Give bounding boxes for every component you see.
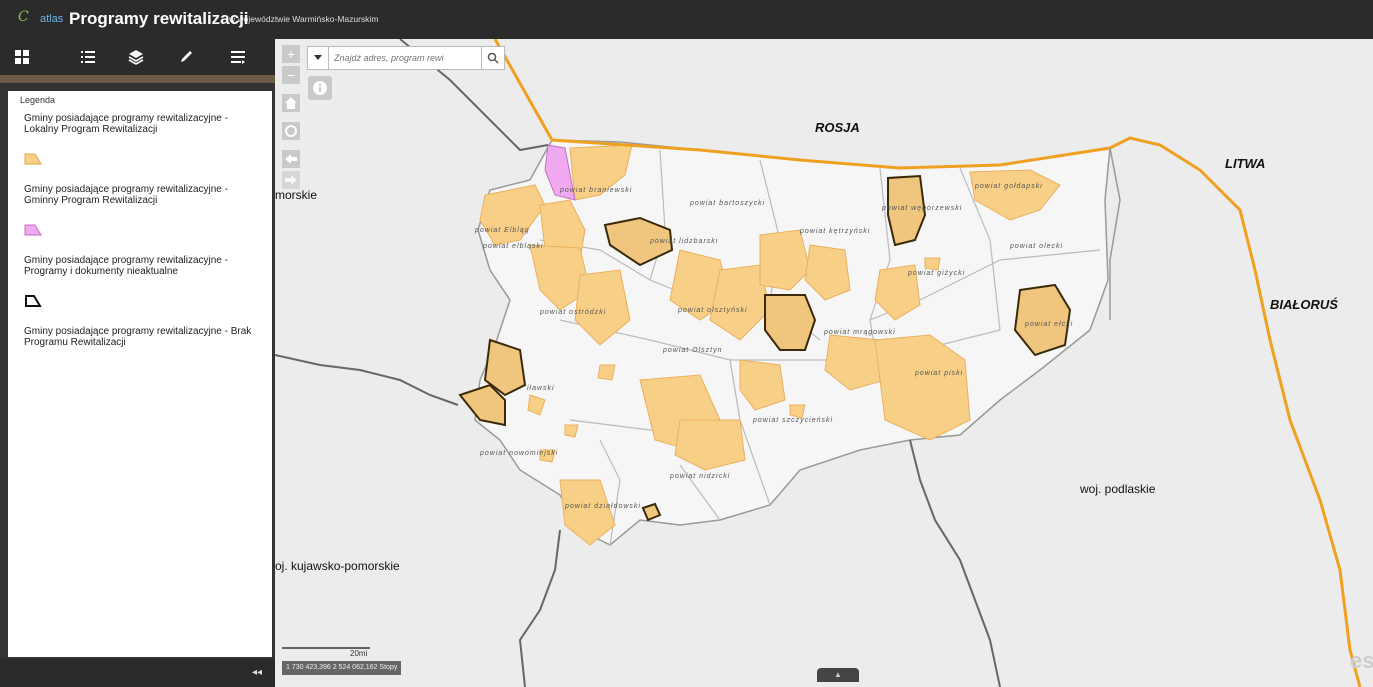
atlas-logo-text: atlas [40, 13, 64, 25]
label-powiat-elblaski: powiat elbląski [482, 243, 544, 250]
zoom-out-button[interactable]: − [282, 66, 300, 84]
label-powiat-szczycienski: powiat szczycieński [752, 417, 833, 424]
label-powiat-piski: powiat piski [914, 370, 963, 377]
info-button[interactable] [308, 76, 332, 100]
app-title: Programy rewitalizacji [69, 9, 249, 28]
place-litwa: LITWA [1225, 156, 1266, 171]
legend-symbol-gpr [24, 224, 42, 236]
label-powiat-gizycki: powiat giżycki [907, 270, 965, 277]
back-extent-button[interactable] [282, 150, 300, 168]
caret-down-icon [314, 55, 322, 60]
search-bar [307, 46, 505, 70]
label-powiat-ketrzynski: powiat kętrzyński [799, 228, 870, 235]
home-icon [285, 97, 297, 109]
locate-button[interactable] [282, 122, 300, 140]
legend-symbol-outdated [25, 295, 42, 307]
atlas-logo-mark: C [18, 9, 29, 25]
legend-label-gpr: Gminy posiadające programy rewitalizacyj… [24, 184, 228, 206]
legend-label-lpr: Gminy posiadające programy rewitalizacyj… [24, 113, 228, 135]
sidebar-toolbar [0, 39, 275, 75]
arrow-left-icon [285, 154, 297, 164]
legend-symbol-lpr [24, 153, 42, 165]
lpr-gminas [479, 144, 1061, 546]
label-powiat-nidzicki: powiat nidzicki [669, 473, 730, 480]
place-pomorskie: morskie [275, 188, 318, 202]
forward-extent-button[interactable] [282, 171, 300, 189]
label-powiat-elcki: powiat ełcki [1024, 321, 1073, 328]
place-rosja: ROSJA [815, 120, 860, 135]
pencil-icon[interactable] [172, 45, 200, 69]
national-border [493, 39, 1362, 687]
bottom-pull-tab[interactable]: ▲ [817, 668, 859, 682]
chevron-up-icon: ▲ [834, 670, 842, 679]
legend-label-outdated: Gminy posiadające programy rewitalizacyj… [24, 255, 228, 277]
label-powiat-ostrodzki: powiat ostródzki [539, 309, 606, 316]
zoom-in-button[interactable]: + [282, 45, 300, 63]
map-view[interactable]: powiat braniewski powiat bartoszycki pow… [275, 39, 1373, 687]
place-podlaskie: woj. podlaskie [1080, 482, 1156, 496]
label-powiat-wegorzewski: powiat węgorzewski [881, 205, 962, 212]
label-powiat-bartoszycki: powiat bartoszycki [689, 200, 765, 207]
label-powiat-ilawski: iławski [527, 385, 555, 392]
legend-label-none: Gminy posiadające programy rewitalizacyj… [24, 326, 252, 348]
info-icon [313, 81, 327, 95]
place-kujawsko-pomorskie: oj. kujawsko-pomorskie [275, 559, 400, 573]
label-powiat-olsztynski: powiat olsztyński [677, 307, 748, 314]
arrow-right-icon [285, 175, 297, 185]
coordinates-readout: 1 730 423,396 2 524 062,162 Stopy [282, 661, 402, 675]
gpr-gmina [544, 144, 576, 201]
esri-logo: esri [1350, 648, 1373, 673]
sidebar: Gminy posiadające programy rewitalizacyj… [0, 39, 275, 687]
map-canvas: powiat braniewski powiat bartoszycki pow… [275, 39, 1373, 687]
label-powiat-goldapski: powiat gołdapski [974, 183, 1043, 190]
scale-label: 20mi [350, 649, 368, 658]
home-button[interactable] [282, 94, 300, 112]
label-powiat-elblag: powiat Elbląg [474, 227, 530, 234]
place-bialorus: BIAŁORUŚ [1270, 297, 1338, 312]
sidebar-footer: ◂◂ [0, 659, 275, 687]
app-subtitle: w województwie Warmińsko-Mazurskim [229, 14, 379, 24]
label-powiat-braniewski: powiat braniewski [559, 187, 632, 194]
layers-icon[interactable] [122, 45, 150, 69]
label-powiat-lidzbarski: powiat lidzbarski [649, 238, 718, 245]
menu-icon[interactable] [224, 45, 252, 69]
label-powiat-mragowski: powiat mrągowski [823, 329, 896, 336]
label-powiat-nowomiejski: powiat nowomiejski [479, 450, 558, 457]
legend-panel: Gminy posiadające programy rewitalizacyj… [8, 91, 272, 657]
search-input[interactable] [332, 49, 486, 67]
legend-tab[interactable]: Legenda [10, 91, 74, 107]
search-icon [487, 52, 499, 64]
label-powiat-dzialdowski: powiat działdowski [564, 503, 641, 510]
label-powiat-olecki: powiat olecki [1009, 243, 1063, 250]
search-button[interactable] [481, 47, 504, 69]
label-powiat-olsztyn: powiat Olsztyn [662, 347, 723, 354]
app-header: C atlas Programy rewitalizacji w wojewód… [0, 0, 1373, 39]
toolbar-accent-bar [0, 75, 275, 83]
search-source-dropdown[interactable] [308, 47, 329, 69]
collapse-sidebar-icon[interactable]: ◂◂ [252, 667, 263, 678]
grid-icon[interactable] [8, 45, 36, 69]
outdated-gminas [458, 174, 1072, 522]
locate-icon [285, 125, 297, 137]
list-icon[interactable] [74, 45, 102, 69]
